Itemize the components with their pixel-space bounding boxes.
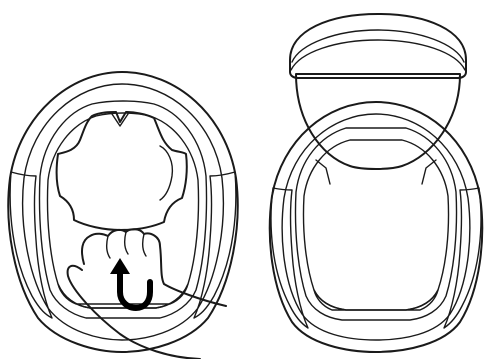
rotate-arrow-icon	[110, 258, 150, 308]
cap-rim	[290, 14, 466, 78]
hand-fingers	[107, 232, 146, 258]
cap-rim-line-2	[291, 40, 465, 70]
right-liner-outer	[295, 128, 456, 320]
left-pad	[57, 112, 187, 230]
right-shell-rim	[282, 114, 470, 340]
cap-rim-line	[292, 30, 464, 62]
right-side-panel-right	[444, 188, 481, 328]
right-side-panel-left	[271, 188, 308, 328]
right-bottom-strip	[314, 290, 438, 310]
right-liner-inner	[303, 140, 448, 310]
left-side-panel-right	[194, 172, 236, 318]
left-pad-seam	[160, 146, 172, 200]
right-panel	[270, 14, 482, 352]
left-liner-outer	[39, 101, 206, 318]
left-side-panel-left	[10, 172, 52, 318]
left-panel	[8, 72, 237, 359]
left-liner-inner	[47, 113, 198, 308]
right-liner-notches	[316, 160, 436, 184]
